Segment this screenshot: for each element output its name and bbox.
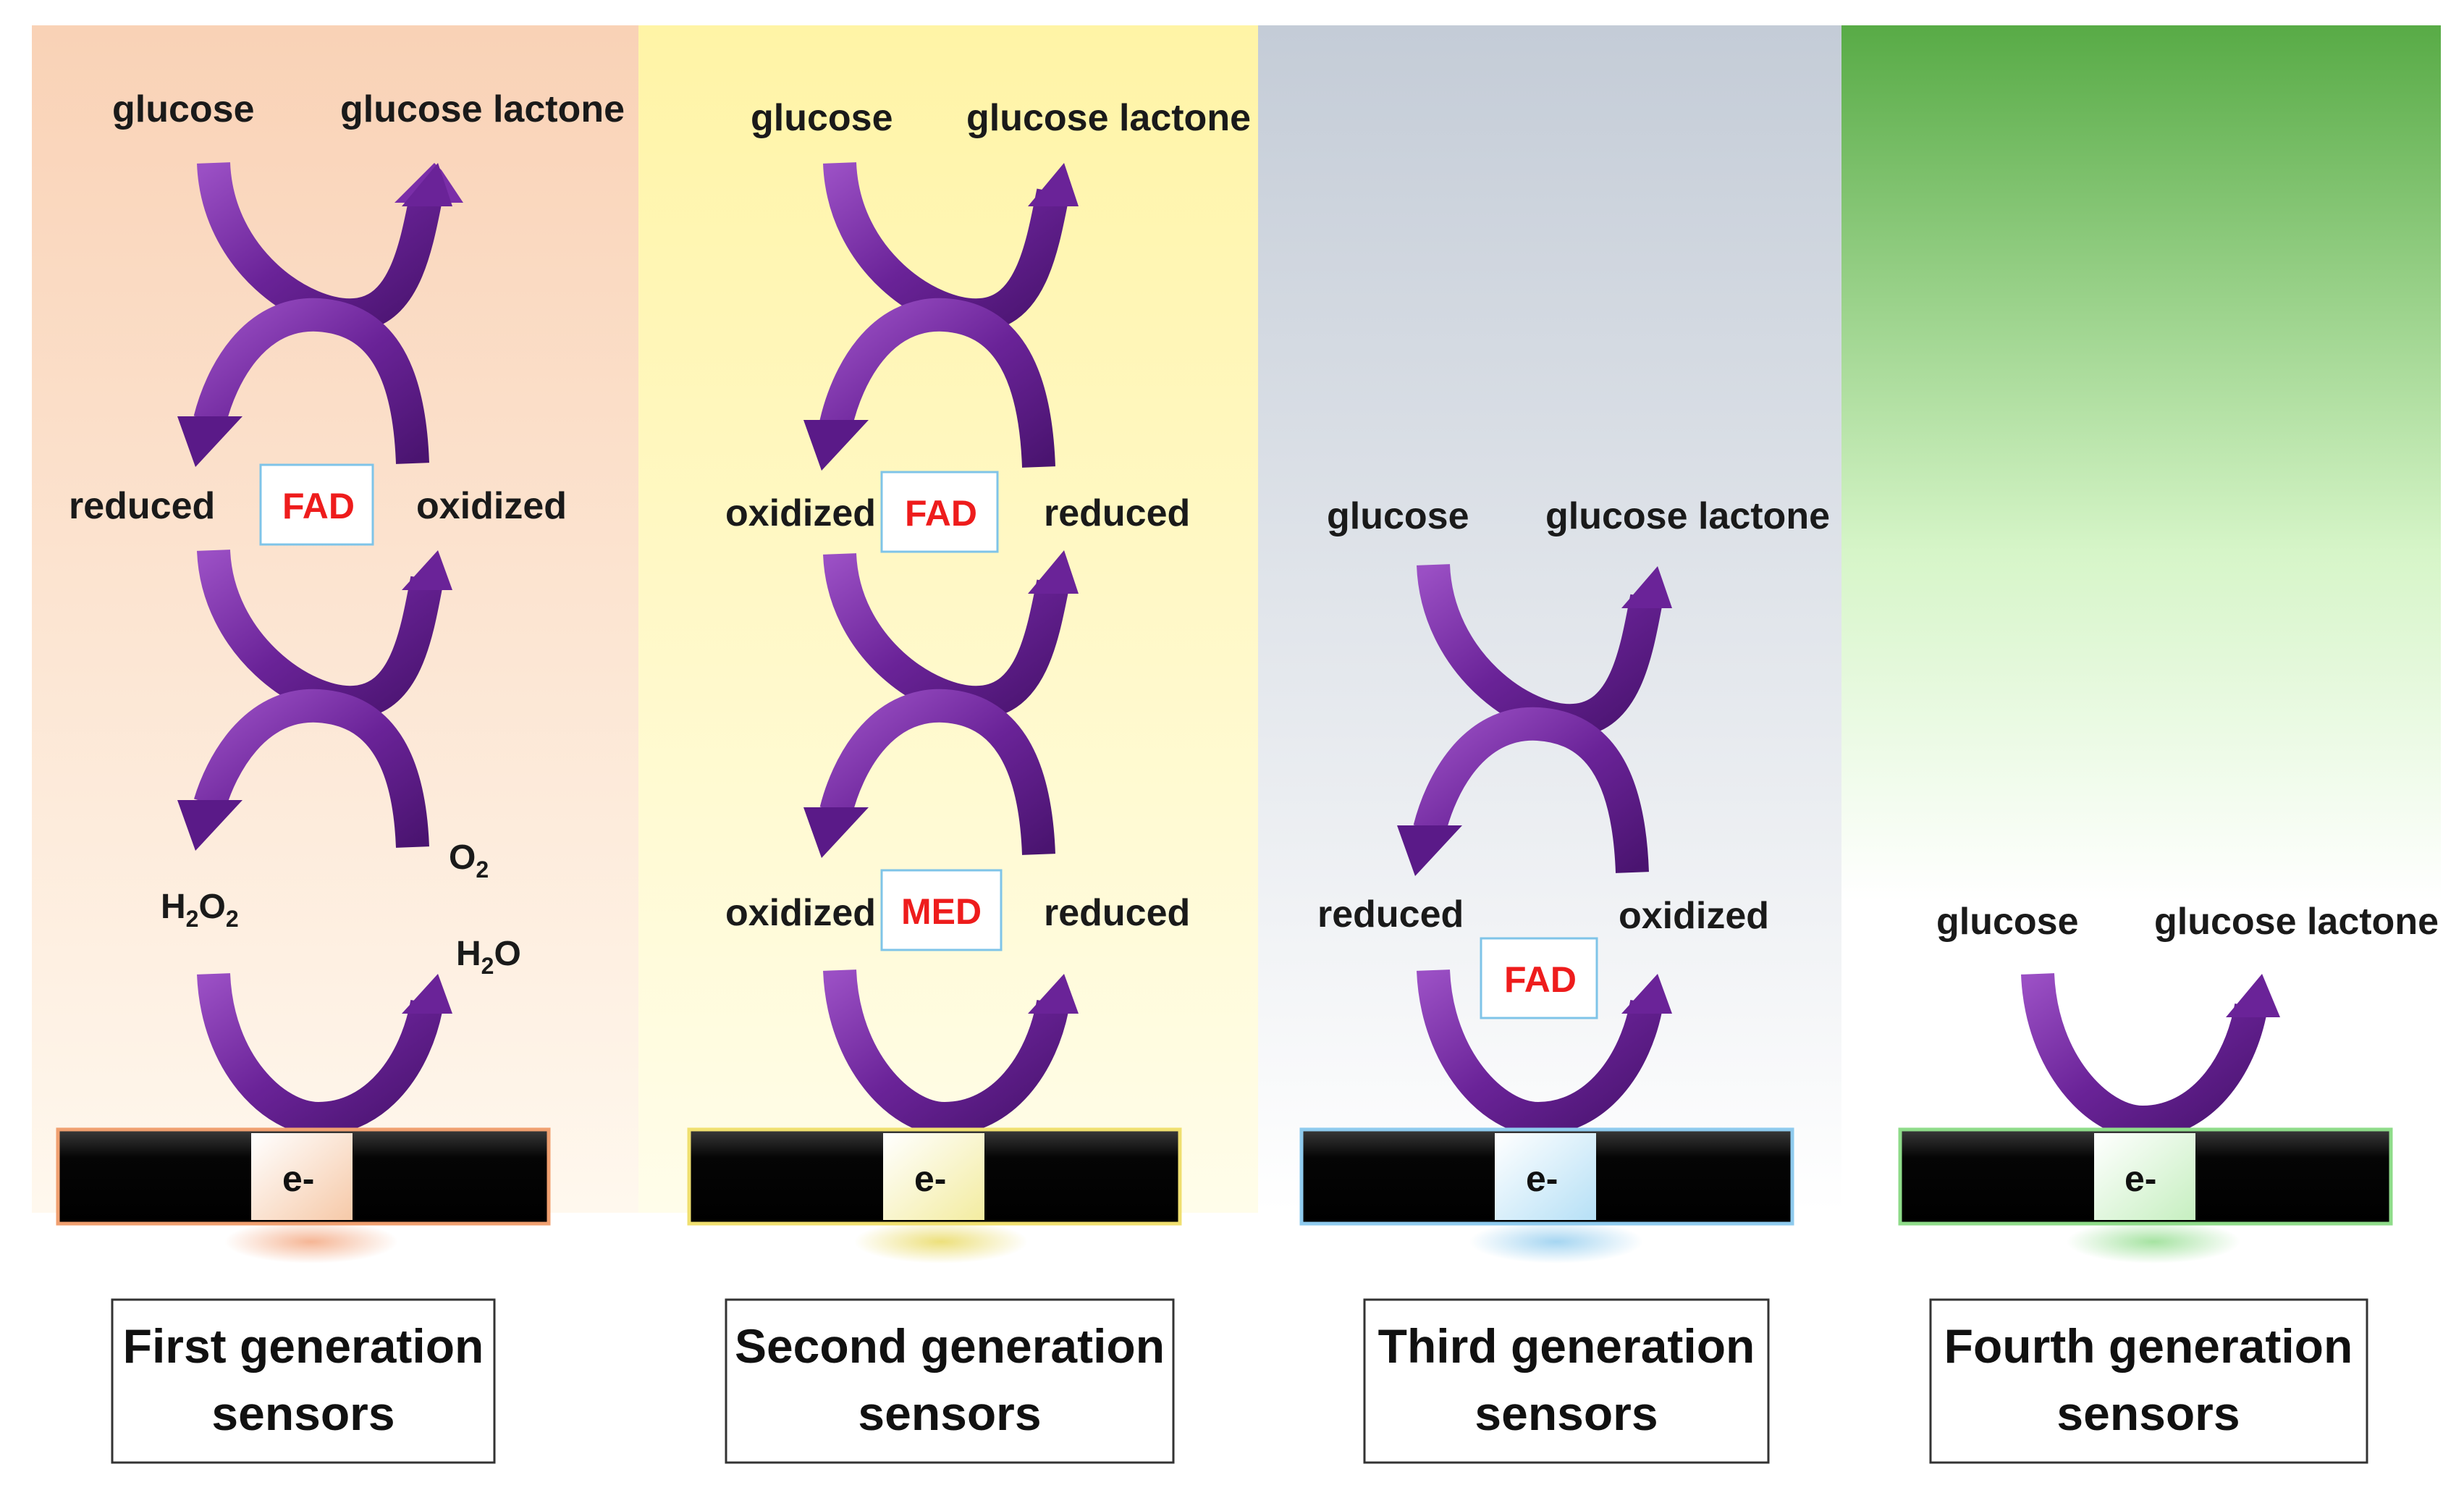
caption-line-1: Third generation bbox=[1378, 1319, 1755, 1373]
enzyme-label-fad: FAD bbox=[282, 486, 355, 526]
arrow-head-up bbox=[402, 974, 452, 1014]
electrode-chip bbox=[1495, 1133, 1596, 1220]
panel-fourth-background bbox=[1841, 25, 2441, 901]
caption-line-2: sensors bbox=[858, 1387, 1041, 1440]
arrow-head-up bbox=[1621, 974, 1672, 1014]
panel-third-background bbox=[1258, 25, 1841, 1213]
electrode-glow bbox=[2067, 1220, 2240, 1263]
label-glucose: glucose bbox=[751, 97, 893, 139]
label-reduced: reduced bbox=[1044, 492, 1190, 534]
panel-second-background bbox=[638, 25, 1258, 1213]
enzyme-box bbox=[259, 463, 374, 546]
electrode-glow bbox=[1469, 1220, 1643, 1263]
label-oxidized: oxidized bbox=[1619, 895, 1769, 937]
arrow-head-down bbox=[177, 416, 242, 467]
electron-label: e- bbox=[2125, 1158, 2156, 1199]
enzyme-label-fad: FAD bbox=[1504, 959, 1577, 1000]
electron-label: e- bbox=[282, 1158, 314, 1199]
arrow-head-up bbox=[1028, 550, 1079, 594]
electron-label: e- bbox=[914, 1158, 946, 1199]
label-glucose-lactone: glucose lactone bbox=[1545, 495, 1830, 537]
caption-line-2: sensors bbox=[1474, 1387, 1658, 1440]
label-o2: O2 bbox=[449, 838, 489, 883]
label-glucose-lactone: glucose lactone bbox=[340, 88, 625, 130]
caption-line-1: Second generation bbox=[735, 1319, 1165, 1373]
mediator-label-med: MED bbox=[901, 891, 982, 932]
caption-box bbox=[725, 1298, 1175, 1464]
caption-box bbox=[111, 1298, 496, 1464]
panel-first: glucose glucose lactone reduced FAD oxid… bbox=[56, 88, 625, 1464]
arrow-head-up bbox=[402, 163, 452, 206]
arrow-head-up bbox=[1028, 974, 1079, 1014]
arrow-curve bbox=[1413, 707, 1649, 873]
caption-line-2: sensors bbox=[2056, 1387, 2240, 1440]
arrow-head-down bbox=[803, 420, 869, 471]
enzyme-box bbox=[1480, 937, 1598, 1019]
enzyme-label-fad: FAD bbox=[905, 493, 977, 534]
arrow-head-down bbox=[177, 800, 242, 851]
arrow-head-up bbox=[2226, 974, 2280, 1017]
label-h2o: H2O bbox=[456, 935, 521, 979]
electrode-glow bbox=[224, 1220, 398, 1263]
panel-third: glucose glucose lactone reduced oxidized… bbox=[1299, 495, 1830, 1464]
arrow-curve bbox=[1417, 969, 1663, 1136]
arrow-curve bbox=[193, 298, 429, 464]
electron-label: e- bbox=[1526, 1158, 1558, 1199]
electrode-glow bbox=[854, 1220, 1028, 1263]
label-glucose: glucose bbox=[112, 88, 255, 130]
label-glucose-lactone: glucose lactone bbox=[966, 97, 1251, 139]
label-reduced: reduced bbox=[69, 485, 215, 527]
label-glucose: glucose bbox=[1327, 495, 1469, 537]
enzyme-box bbox=[880, 471, 999, 553]
electrode-chip bbox=[883, 1133, 984, 1220]
panel-second: glucose glucose lactone oxidized FAD red… bbox=[687, 97, 1251, 1464]
caption-box bbox=[1929, 1298, 2368, 1464]
arrow-curve bbox=[819, 298, 1055, 468]
arrow-head-up bbox=[1621, 566, 1672, 608]
panel-fourth: glucose glucose lactone e- Fourth genera… bbox=[1898, 901, 2439, 1464]
arrow-head-up bbox=[1028, 163, 1079, 206]
arrow-head-down bbox=[803, 807, 869, 858]
label-h2o2: H2O2 bbox=[161, 888, 239, 932]
arrow-curve bbox=[819, 689, 1055, 855]
electrode-chip bbox=[2094, 1133, 2195, 1220]
caption-box bbox=[1363, 1298, 1770, 1464]
label-reduced: reduced bbox=[1317, 893, 1464, 935]
label-glucose: glucose bbox=[1936, 901, 2079, 943]
label-reduced-2: reduced bbox=[1044, 892, 1190, 934]
arrow-head-down bbox=[1397, 825, 1462, 876]
caption-line-1: First generation bbox=[123, 1319, 484, 1373]
arrow-curve bbox=[823, 969, 1070, 1136]
arrow-curve bbox=[2021, 972, 2268, 1140]
arrow-head-up bbox=[402, 550, 452, 590]
mediator-box bbox=[880, 869, 1003, 951]
caption-line-1: Fourth generation bbox=[1944, 1319, 2353, 1373]
label-glucose-lactone: glucose lactone bbox=[2154, 901, 2439, 943]
electrode-chip bbox=[251, 1133, 353, 1220]
arrow-curve bbox=[197, 972, 444, 1136]
label-oxidized: oxidized bbox=[416, 485, 567, 527]
caption-line-2: sensors bbox=[211, 1387, 395, 1440]
arrow-curve bbox=[193, 689, 429, 848]
label-oxidized: oxidized bbox=[725, 492, 876, 534]
label-oxidized-2: oxidized bbox=[725, 892, 876, 934]
panel-first-background bbox=[32, 25, 638, 1213]
